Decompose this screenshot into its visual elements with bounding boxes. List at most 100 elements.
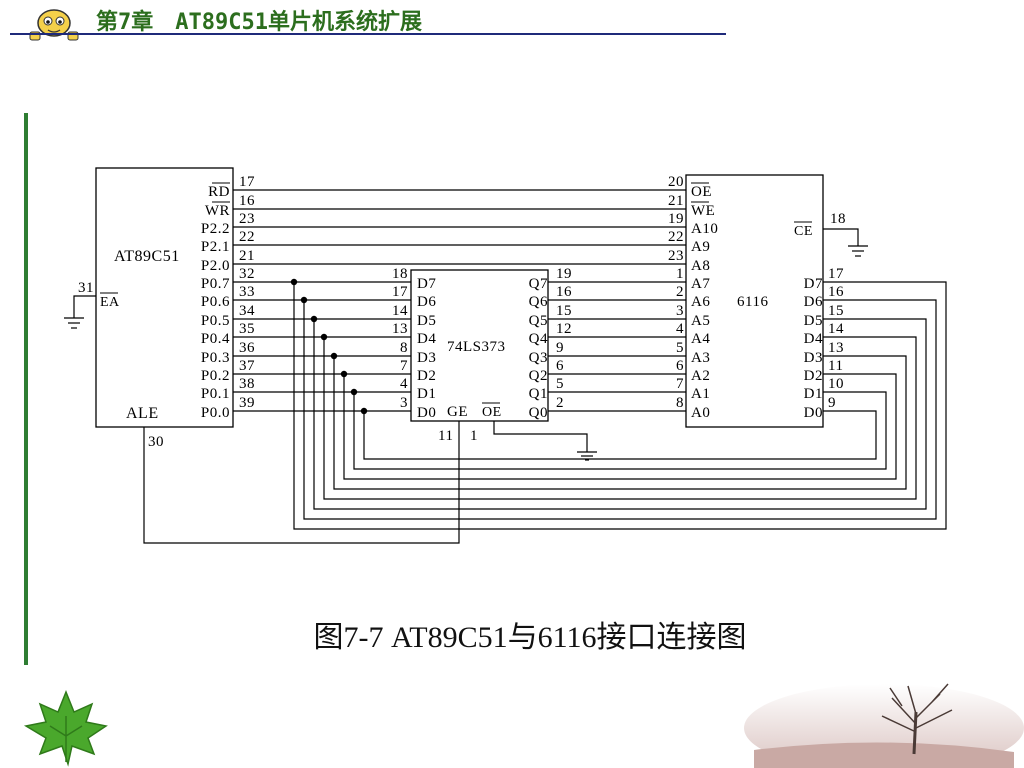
mcu-pin-number: 16 bbox=[239, 193, 255, 209]
ram-pin-number: 3 bbox=[676, 303, 684, 319]
ale-to-ge-line bbox=[143, 421, 460, 544]
latch-output-pin-number: 9 bbox=[556, 340, 564, 356]
mcu-pin-number: 21 bbox=[239, 248, 255, 264]
latch-output-label: Q0 bbox=[529, 405, 548, 421]
ram-ce-label: CE bbox=[794, 224, 813, 239]
latch-input-label: D3 bbox=[417, 350, 436, 366]
ram-pin-number: 19 bbox=[668, 211, 684, 227]
data-bus-return-line bbox=[353, 391, 887, 470]
mcu-pin-number: 36 bbox=[239, 340, 255, 356]
latch-chip-name: 74LS373 bbox=[447, 339, 506, 355]
mcu-pin-number: 34 bbox=[239, 303, 255, 319]
latch-oe-pin-number: 1 bbox=[470, 428, 478, 444]
ram-address-label: A8 bbox=[691, 258, 710, 274]
data-bus-return-line bbox=[303, 299, 937, 520]
latch-input-label: D4 bbox=[417, 331, 436, 347]
ram-address-label: A5 bbox=[691, 313, 710, 329]
ram-pin-number: 7 bbox=[676, 376, 684, 392]
junction-dot bbox=[330, 352, 338, 360]
mcu-pin-number: 39 bbox=[239, 395, 255, 411]
latch-output-label: Q4 bbox=[529, 331, 548, 347]
mcu-pin-number: 32 bbox=[239, 266, 255, 282]
ram-data-label: D0 bbox=[804, 405, 823, 421]
junction-dot bbox=[360, 407, 368, 415]
mcu-pin-number: 22 bbox=[239, 229, 255, 245]
latch-output-label: Q5 bbox=[529, 313, 548, 329]
ram-data-pin-number: 16 bbox=[828, 284, 844, 300]
mcu-pin-label: P2.1 bbox=[201, 239, 230, 255]
ram-pin-number: 6 bbox=[676, 358, 684, 374]
latch-output-pin-number: 15 bbox=[556, 303, 572, 319]
mcu-pin-label: P2.2 bbox=[201, 221, 230, 237]
mcu-chip-body bbox=[95, 167, 234, 428]
mcu-pin-label: P0.7 bbox=[201, 276, 230, 292]
ram-address-label: A10 bbox=[691, 221, 718, 237]
mcu-ale-label: ALE bbox=[126, 405, 159, 422]
mcu-pin-number: 38 bbox=[239, 376, 255, 392]
mcu-pin-label: RD bbox=[208, 184, 230, 200]
ram-data-pin-number: 9 bbox=[828, 395, 836, 411]
ram-pin-number: 20 bbox=[668, 174, 684, 190]
mcu-chip-name: AT89C51 bbox=[114, 248, 180, 265]
mcu-pin-number: 17 bbox=[239, 174, 255, 190]
mcu-pin-label: P0.6 bbox=[201, 294, 230, 310]
ram-data-pin-number: 14 bbox=[828, 321, 844, 337]
ram-pin-number: 1 bbox=[676, 266, 684, 282]
data-bus-return-line bbox=[313, 318, 927, 510]
ram-ce-pin-number: 18 bbox=[830, 211, 846, 227]
ram-pin-number: 23 bbox=[668, 248, 684, 264]
latch-input-pin-number: 8 bbox=[400, 340, 408, 356]
ram-address-label: OE bbox=[691, 184, 712, 200]
mcu-ea-label: EA bbox=[100, 295, 120, 310]
ram-address-label: WE bbox=[691, 203, 715, 219]
mcu-pin-label: P0.4 bbox=[201, 331, 230, 347]
latch-output-pin-number: 19 bbox=[556, 266, 572, 282]
latch-input-pin-number: 4 bbox=[400, 376, 408, 392]
data-bus-return-line bbox=[363, 410, 877, 460]
ram-chip-body bbox=[685, 174, 824, 428]
latch-input-pin-number: 17 bbox=[392, 284, 408, 300]
junction-dot bbox=[300, 296, 308, 304]
latch-input-pin-number: 3 bbox=[400, 395, 408, 411]
ram-pin-number: 4 bbox=[676, 321, 684, 337]
junction-dot bbox=[340, 370, 348, 378]
latch-input-label: D1 bbox=[417, 386, 436, 402]
data-bus-return-line bbox=[323, 336, 917, 500]
ram-address-label: A3 bbox=[691, 350, 710, 366]
data-bus-return-line bbox=[293, 281, 947, 530]
ram-pin-number: 2 bbox=[676, 284, 684, 300]
mcu-pin-label: P0.1 bbox=[201, 386, 230, 402]
ea-ground-line bbox=[73, 295, 96, 318]
tree-landscape-image bbox=[744, 683, 1024, 768]
ram-data-label: D4 bbox=[804, 331, 823, 347]
ram-data-pin-number: 10 bbox=[828, 376, 844, 392]
latch-input-label: D7 bbox=[417, 276, 436, 292]
ram-address-label: A9 bbox=[691, 239, 710, 255]
ram-chip-name: 6116 bbox=[737, 294, 768, 310]
left-accent-bar bbox=[24, 113, 28, 665]
ram-data-label: D1 bbox=[804, 386, 823, 402]
ram-data-label: D2 bbox=[804, 368, 823, 384]
latch-ge-label: GE bbox=[447, 404, 468, 420]
mcu-pin-number: 35 bbox=[239, 321, 255, 337]
latch-input-pin-number: 7 bbox=[400, 358, 408, 374]
latch-output-pin-number: 5 bbox=[556, 376, 564, 392]
ram-data-label: D3 bbox=[804, 350, 823, 366]
ram-pin-number: 8 bbox=[676, 395, 684, 411]
ram-address-label: A2 bbox=[691, 368, 710, 384]
ram-data-pin-number: 17 bbox=[828, 266, 844, 282]
latch-output-label: Q7 bbox=[529, 276, 548, 292]
mcu-pin-number: 23 bbox=[239, 211, 255, 227]
mcu-pin-label: WR bbox=[205, 203, 230, 219]
latch-input-label: D6 bbox=[417, 294, 436, 310]
junction-dot bbox=[320, 333, 328, 341]
latch-output-pin-number: 12 bbox=[556, 321, 572, 337]
mcu-pin-label: P0.2 bbox=[201, 368, 230, 384]
ram-data-pin-number: 13 bbox=[828, 340, 844, 356]
junction-dot bbox=[350, 388, 358, 396]
latch-input-label: D5 bbox=[417, 313, 436, 329]
latch-output-label: Q6 bbox=[529, 294, 548, 310]
latch-output-pin-number: 16 bbox=[556, 284, 572, 300]
ram-data-pin-number: 11 bbox=[828, 358, 843, 374]
